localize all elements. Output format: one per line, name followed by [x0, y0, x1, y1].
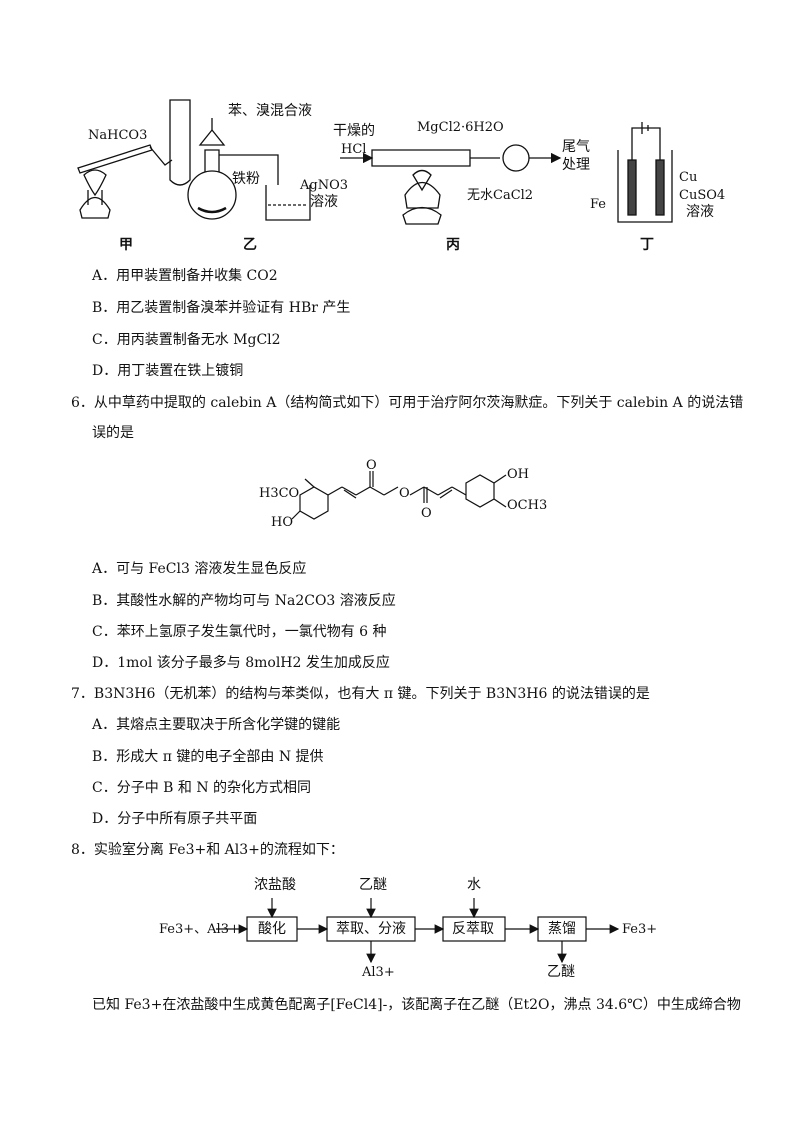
label-mgcl2: MgCl2·6H2O	[417, 120, 504, 135]
caption-yi: 乙	[243, 237, 257, 253]
q8-stem: 8．实验室分离 Fe3+和 Al3+的流程如下：	[71, 842, 344, 858]
label-agno3-solution: 溶液	[310, 194, 338, 210]
flow-output-al: Al3+	[362, 965, 395, 980]
structure-label-ester-co: O	[421, 506, 432, 521]
q5-option-b: B．用乙装置制备溴苯并验证有 HBr 产生	[92, 300, 351, 316]
label-cu: Cu	[679, 170, 698, 185]
caption-ding: 丁	[640, 237, 654, 253]
structure-label-oh: OH	[507, 467, 529, 482]
label-cacl2: 无水CaCl2	[467, 188, 534, 203]
q8-note: 已知 Fe3+在浓盐酸中生成黄色配离子[FeCl4]-，该配离子在乙醚（Et2O…	[92, 997, 741, 1013]
flow-step-acidify: 酸化	[258, 921, 286, 937]
q5-option-a: A．用甲装置制备并收集 CO2	[92, 268, 278, 284]
structure-label-ketone-o: O	[366, 458, 377, 473]
calebin-structure	[291, 471, 507, 520]
flow-reagent-water: 水	[467, 877, 481, 893]
q7-option-b: B．形成大 π 键的电子全部由 N 提供	[92, 749, 324, 765]
q5-option-c: C．用丙装置制备无水 MgCl2	[92, 332, 281, 348]
flow-input-ions: Fe3+、Al3+	[159, 922, 240, 937]
label-hcl: HCl	[341, 142, 367, 157]
flow-step-back-extract: 反萃取	[452, 921, 494, 937]
label-iron-powder: 铁粉	[232, 171, 260, 187]
q6-option-a: A．可与 FeCl3 溶液发生显色反应	[92, 561, 307, 577]
flow-step-distill: 蒸馏	[548, 921, 576, 937]
apparatus-drawing	[77, 99, 673, 225]
flow-reagent-conc-hcl: 浓盐酸	[254, 877, 296, 893]
flow-reagent-ether: 乙醚	[359, 877, 387, 893]
q7-stem: 7．B3N3H6（无机苯）的结构与苯类似，也有大 π 键。下列关于 B3N3H6…	[71, 686, 650, 702]
q6-option-c: C．苯环上氢原子发生氯代时，一氯代物有 6 种	[92, 624, 387, 640]
label-cuso4: CuSO4	[679, 188, 726, 203]
q7-option-a: A．其熔点主要取决于所含化学键的键能	[92, 717, 341, 733]
label-nahco3: NaHCO3	[88, 128, 148, 143]
label-benzene-mix: 苯、溴混合液	[228, 103, 312, 119]
structure-label-och3: OCH3	[507, 498, 548, 513]
label-fe: Fe	[590, 197, 607, 212]
structure-label-h3co: H3CO	[259, 486, 300, 501]
structure-label-ho: HO	[271, 515, 293, 530]
q6-stem-line1: 6．从中草药中提取的 calebin A（结构简式如下）可用于治疗阿尔茨海默症。…	[71, 395, 744, 411]
q7-option-d: D．分子中所有原子共平面	[92, 811, 258, 827]
label-dry: 干燥的	[333, 123, 375, 139]
q6-stem-line2: 误的是	[92, 425, 134, 441]
q5-option-d: D．用丁装置在铁上镀铜	[92, 363, 244, 379]
label-tail-gas: 尾气	[562, 139, 590, 155]
q6-option-b: B．其酸性水解的产物均可与 Na2CO3 溶液反应	[92, 593, 396, 609]
flow-step-extract: 萃取、分液	[336, 921, 406, 937]
caption-bing: 丙	[446, 237, 460, 253]
label-treatment: 处理	[562, 157, 590, 173]
structure-label-ester-o: O	[399, 486, 410, 501]
caption-jia: 甲	[119, 237, 133, 253]
label-agno3: AgNO3	[300, 178, 349, 193]
flow-output-ether: 乙醚	[547, 964, 575, 980]
separation-flowchart	[216, 898, 620, 964]
q7-option-c: C．分子中 B 和 N 的杂化方式相同	[92, 780, 312, 796]
flow-output-fe: Fe3+	[622, 922, 658, 937]
q6-option-d: D．1mol 该分子最多与 8molH2 发生加成反应	[92, 655, 390, 671]
label-cuso4-solution: 溶液	[686, 204, 714, 220]
